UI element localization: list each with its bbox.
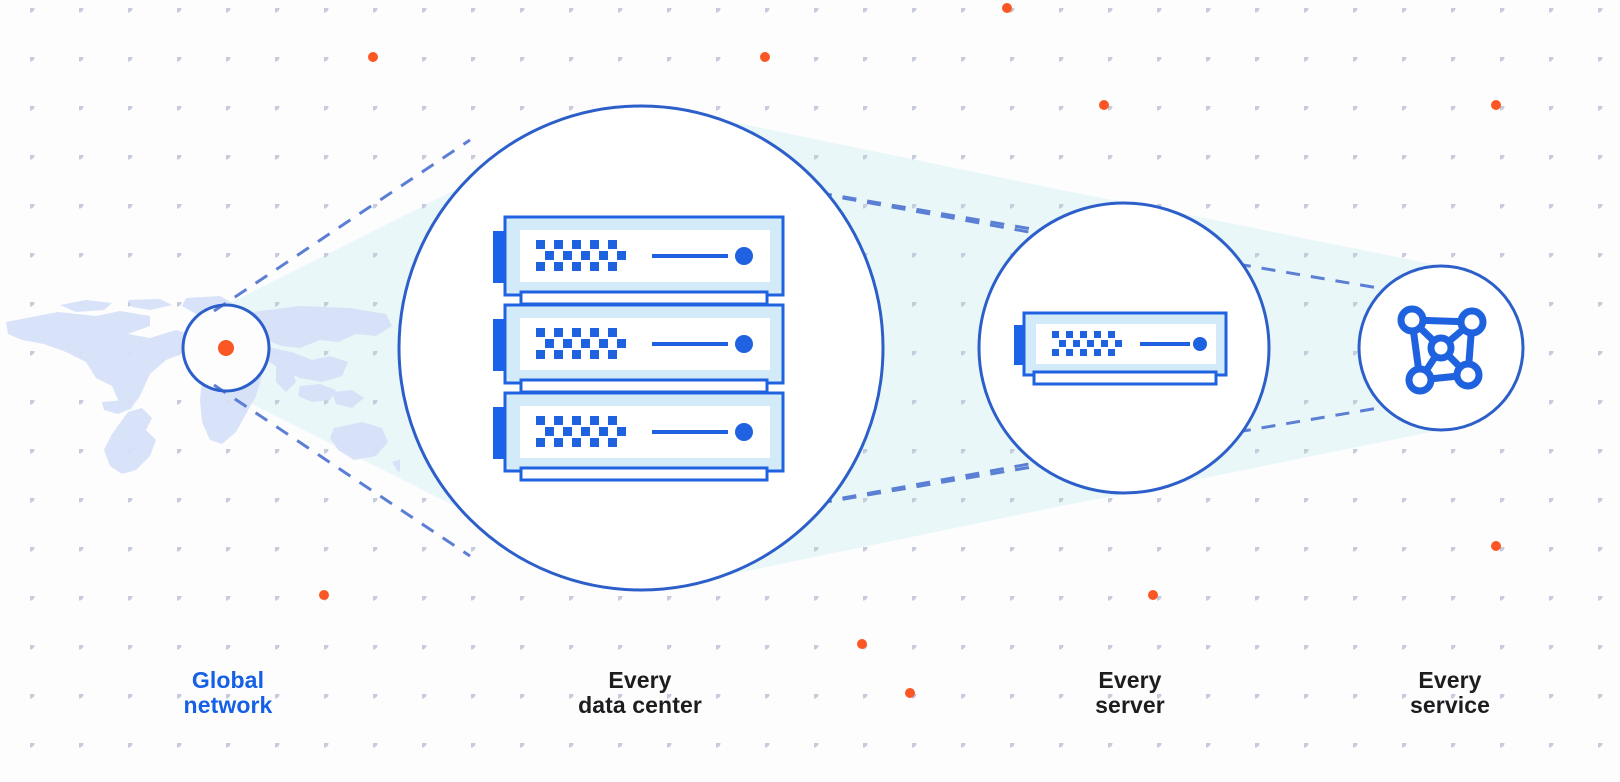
accent-dot	[1491, 100, 1501, 110]
world-map-icon	[6, 296, 400, 474]
dashed-line-map-dc-top	[213, 138, 471, 313]
stage-label-service: Every service	[1410, 667, 1490, 718]
server-unit-icon	[1014, 311, 1228, 386]
accent-dot	[1099, 100, 1109, 110]
server-rack-icon	[493, 215, 785, 482]
accent-dot	[905, 688, 915, 698]
rack-unit	[493, 215, 785, 306]
map-marker-dot	[218, 340, 234, 356]
accent-dot	[368, 52, 378, 62]
network-graph-nodes	[1397, 305, 1487, 395]
stage-label-data-center: Every data center	[578, 667, 702, 718]
stage-label-global-network: Global network	[183, 667, 273, 718]
rack-unit	[493, 391, 785, 482]
accent-dot	[319, 590, 329, 600]
accent-dot-group	[222, 3, 1501, 698]
server-base-shelf	[1032, 370, 1218, 386]
rack-unit	[493, 303, 785, 394]
accent-dot	[1002, 3, 1012, 13]
dashed-line-map-dc-bottom	[213, 383, 471, 558]
map-location-circle	[181, 303, 271, 393]
accent-dot	[1491, 541, 1501, 551]
accent-dot	[1148, 590, 1158, 600]
stage-label-server: Every server	[1095, 667, 1165, 718]
accent-dot	[857, 639, 867, 649]
accent-dot	[760, 52, 770, 62]
